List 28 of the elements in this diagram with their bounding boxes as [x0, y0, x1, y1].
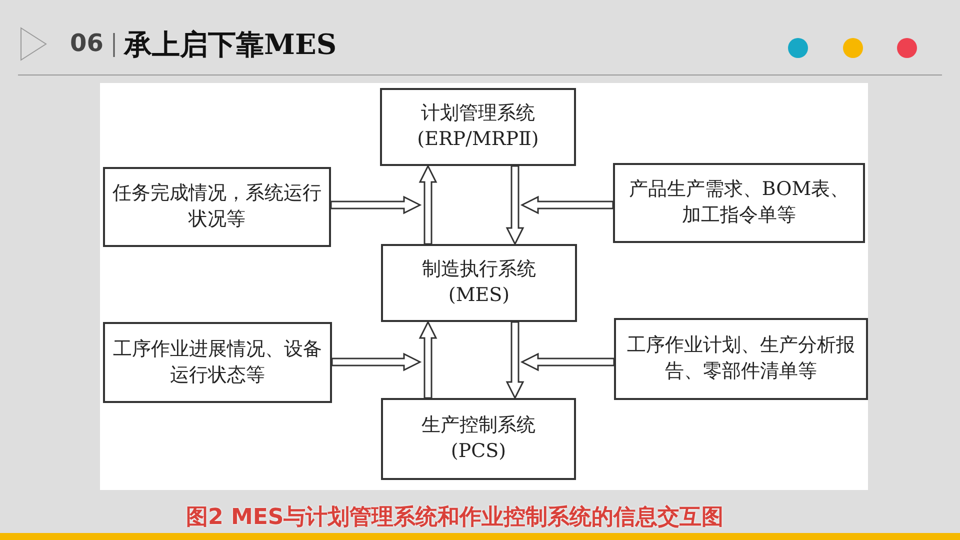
box-text: 制造执行系统: [422, 257, 536, 282]
process-box: [614, 318, 868, 400]
arrow: [331, 352, 422, 372]
section-number: 06: [70, 29, 104, 57]
arrow: [418, 164, 438, 245]
box-text: (PCS): [450, 439, 506, 464]
arrow: [506, 321, 524, 400]
box-text: 生产控制系统: [422, 413, 536, 438]
arrow: [520, 196, 614, 214]
box-text: 任务完成情况，系统运行状况等: [112, 181, 322, 232]
process-box: [381, 398, 576, 480]
figure-caption: 图2 MES与计划管理系统和作业控制系统的信息交互图: [186, 504, 724, 532]
arrow: [506, 165, 524, 246]
arrow: [418, 320, 438, 399]
process-box: [381, 244, 577, 322]
process-box: [380, 88, 576, 166]
slide-title: 承上启下靠MES: [124, 27, 337, 63]
box-text: (MES): [448, 283, 510, 308]
box-text: 计划管理系统: [421, 101, 535, 126]
box-text: 工序作业计划、生产分析报告、零部件清单等: [626, 333, 856, 384]
arrow: [520, 352, 615, 372]
process-box: [613, 163, 865, 243]
process-box: [103, 167, 331, 247]
box-text: 产品生产需求、BOM表、加工指令单等: [628, 177, 850, 228]
process-box: [103, 322, 332, 403]
box-text: (ERP/MRPⅡ): [417, 127, 539, 152]
box-text: 工序作业进展情况、设备运行状态等: [112, 336, 323, 388]
arrow: [330, 196, 422, 214]
